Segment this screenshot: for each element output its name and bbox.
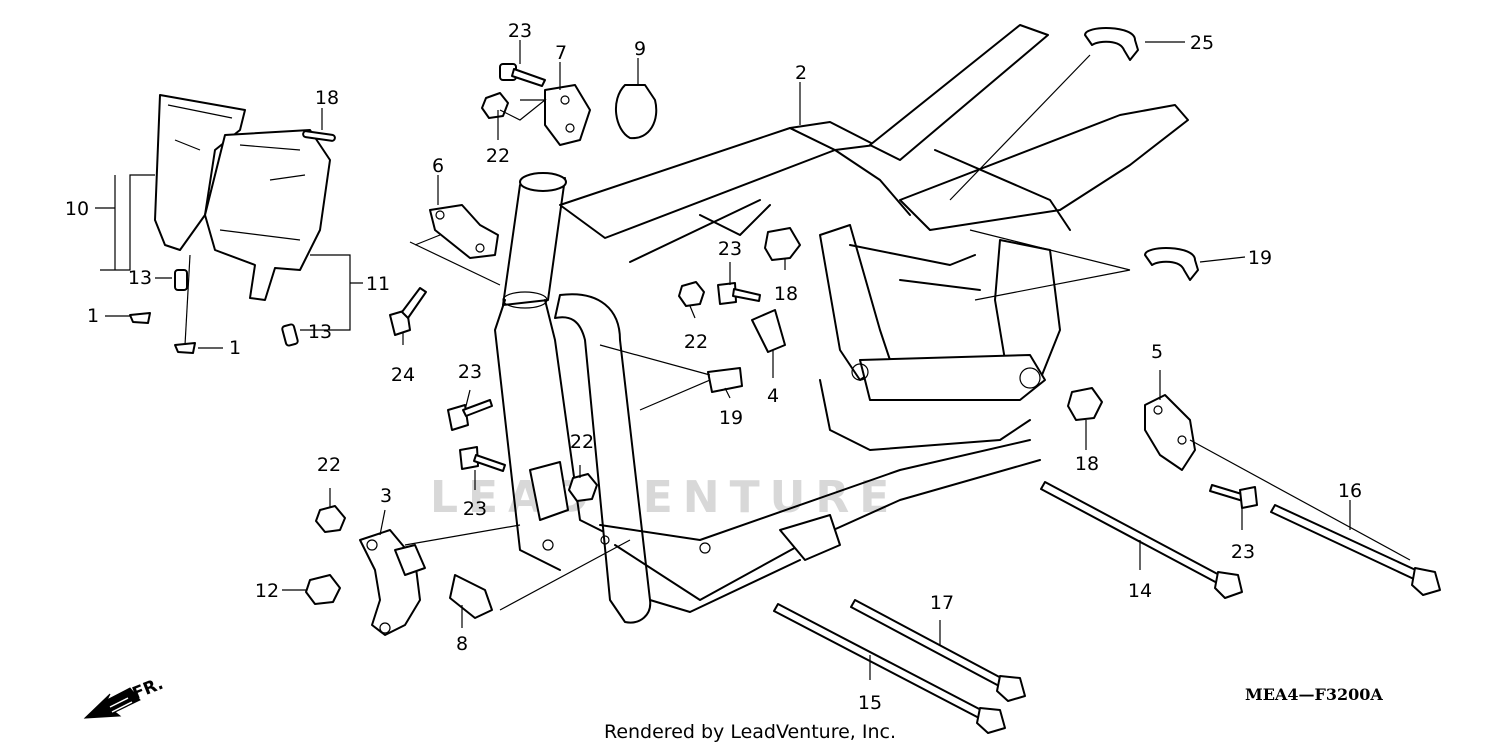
front-indicator-label: FR. <box>130 674 167 704</box>
collar-8 <box>449 574 493 619</box>
bracket-5 <box>1144 394 1196 471</box>
callout-11: 11 <box>366 273 390 295</box>
clip-1b <box>174 342 196 354</box>
callout-9: 9 <box>634 38 646 60</box>
clip-21 <box>707 367 743 393</box>
callout-8: 8 <box>456 633 468 655</box>
callout-19: 19 <box>1248 247 1272 269</box>
bracket-7 <box>544 84 591 146</box>
bolt-17 <box>850 599 1026 702</box>
bolt-15 <box>773 603 1006 734</box>
callout-22: 22 <box>317 454 341 476</box>
leader-lines <box>95 40 1411 680</box>
callout-5: 5 <box>1151 341 1163 363</box>
callout-12: 12 <box>255 580 279 602</box>
callout-1: 1 <box>229 337 241 359</box>
callout-23: 23 <box>508 20 532 42</box>
grommet-20 <box>302 130 336 142</box>
bolt-16 <box>1270 504 1441 596</box>
callout-20: 18 <box>315 87 339 109</box>
clamp-19 <box>1144 247 1199 281</box>
nut-22-lower <box>568 473 598 502</box>
bracket-4 <box>751 309 786 353</box>
nut-18-upper <box>764 227 801 261</box>
callout-25: 25 <box>1190 32 1214 54</box>
callout-23: 23 <box>1231 541 1255 563</box>
callout-6: 6 <box>432 155 444 177</box>
callout-24: 24 <box>391 364 415 386</box>
damper-13b <box>281 323 299 347</box>
callout-22: 22 <box>486 145 510 167</box>
callout-16: 16 <box>1338 480 1362 502</box>
callout-13: 13 <box>128 267 152 289</box>
callout-22: 22 <box>684 331 708 353</box>
credit-line: Rendered by LeadVenture, Inc. <box>604 721 896 743</box>
main-frame <box>494 24 1189 624</box>
callout-21: 19 <box>719 407 743 429</box>
watermark: LEADVENTURE <box>430 472 899 523</box>
bracket-6 <box>429 204 499 259</box>
clamp-9 <box>614 84 658 140</box>
callout-14: 14 <box>1128 580 1152 602</box>
nut-22-left <box>315 505 346 533</box>
damper-13a <box>174 269 188 291</box>
clip-1a <box>129 312 151 324</box>
grommet-12 <box>305 574 341 605</box>
callout-23: 23 <box>458 361 482 383</box>
callout-4: 4 <box>767 385 779 407</box>
front-arrow-icon <box>83 687 141 719</box>
bolt-23-top <box>499 63 546 87</box>
callout-1: 1 <box>87 305 99 327</box>
callout-18: 18 <box>1075 453 1099 475</box>
callout-23: 23 <box>463 498 487 520</box>
callout-17: 17 <box>930 592 954 614</box>
callout-18: 18 <box>774 283 798 305</box>
callouts: 23 7 9 2 22 18 10 13 1 1 11 13 6 24 23 2… <box>65 20 1362 714</box>
bolt-14 <box>1040 481 1243 599</box>
callout-13: 13 <box>308 321 332 343</box>
callout-15: 15 <box>858 692 882 714</box>
nut-22-center <box>678 281 705 307</box>
bolt-23-center <box>717 282 737 305</box>
clamp-25 <box>1084 27 1139 61</box>
callout-7: 7 <box>555 42 567 64</box>
callout-23: 23 <box>718 238 742 260</box>
nut-22-top <box>481 92 509 119</box>
diagram-code: MEA4—F3200A <box>1245 685 1383 704</box>
callout-10: 10 <box>65 198 89 220</box>
callout-2: 2 <box>795 62 807 84</box>
bolt-23-lower <box>459 446 479 470</box>
callout-3: 3 <box>380 485 392 507</box>
side-cover-11 <box>204 129 331 301</box>
nut-18-lower <box>1067 387 1103 421</box>
callout-22: 22 <box>570 431 594 453</box>
